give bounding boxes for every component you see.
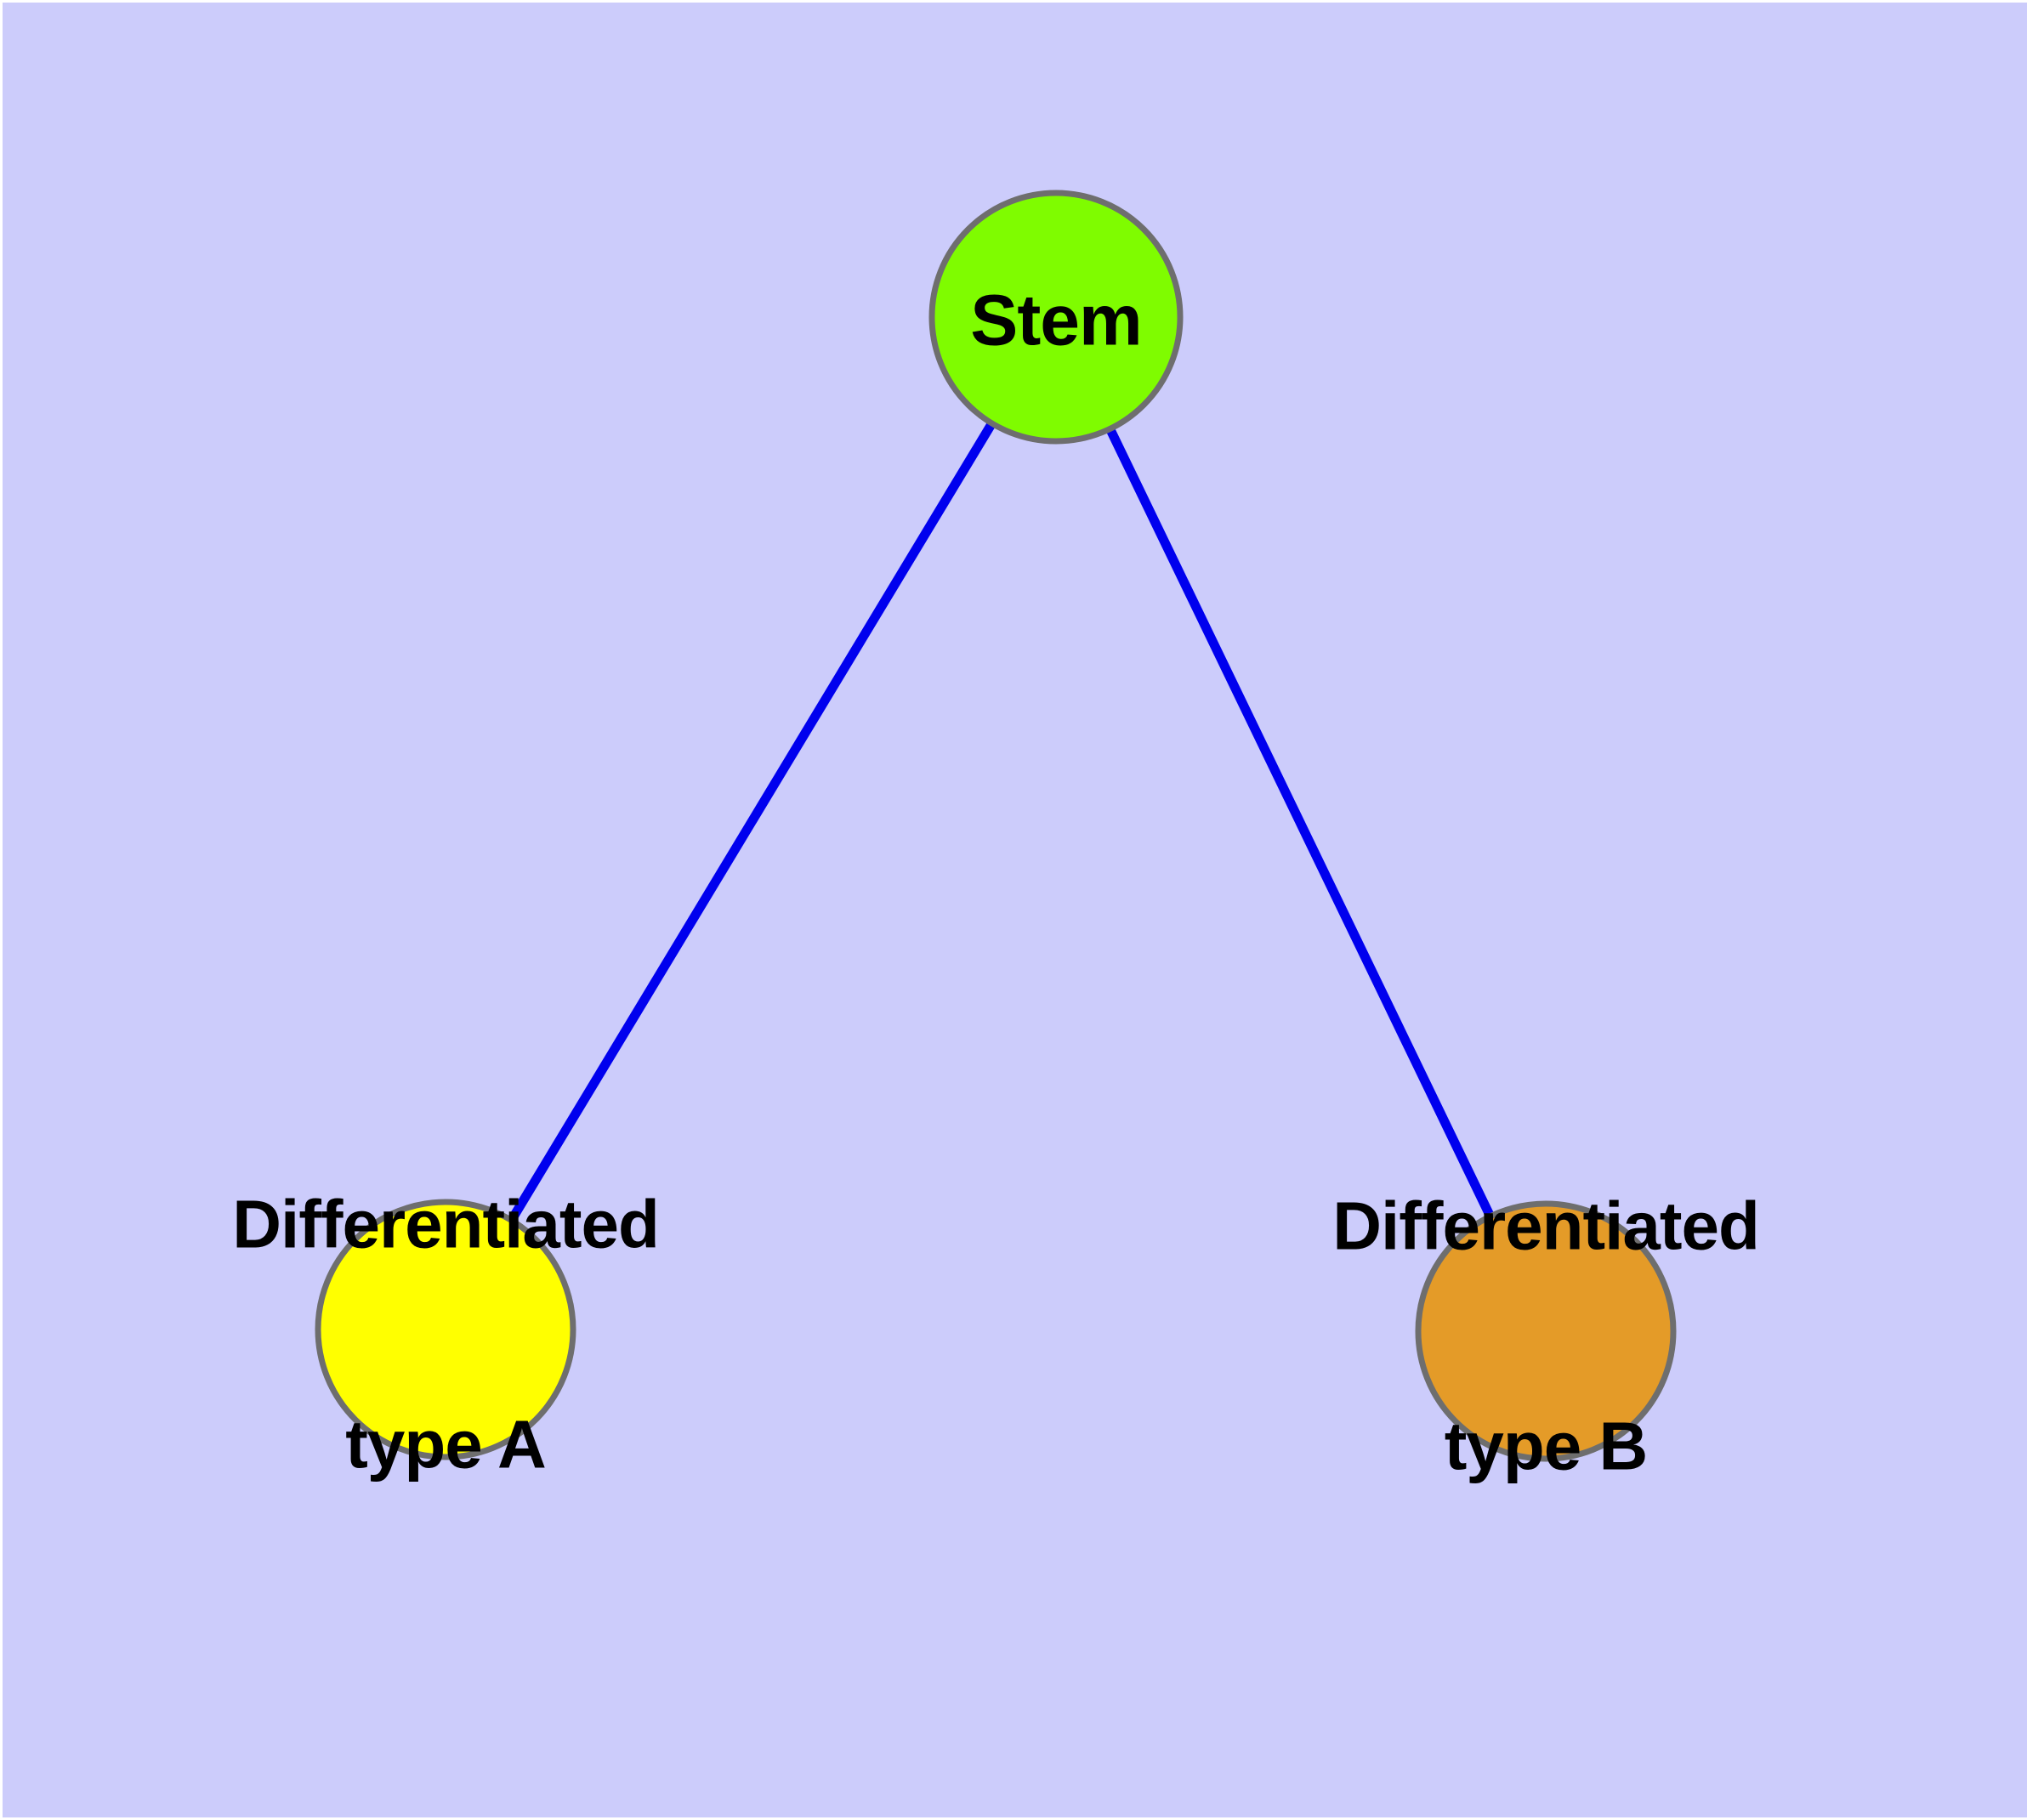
- node-differentiated-type-a[interactable]: [315, 1199, 576, 1460]
- edge-stem-to-differentiated-type-b[interactable]: [1052, 315, 1550, 1334]
- node-differentiated-type-b[interactable]: [1415, 1200, 1677, 1462]
- graph-svg: [315, 190, 1677, 1462]
- node-layer: [315, 190, 1677, 1462]
- node-stem[interactable]: [928, 190, 1184, 445]
- edge-layer: [441, 315, 1550, 1334]
- edge-stem-to-differentiated-type-a[interactable]: [441, 315, 1060, 1332]
